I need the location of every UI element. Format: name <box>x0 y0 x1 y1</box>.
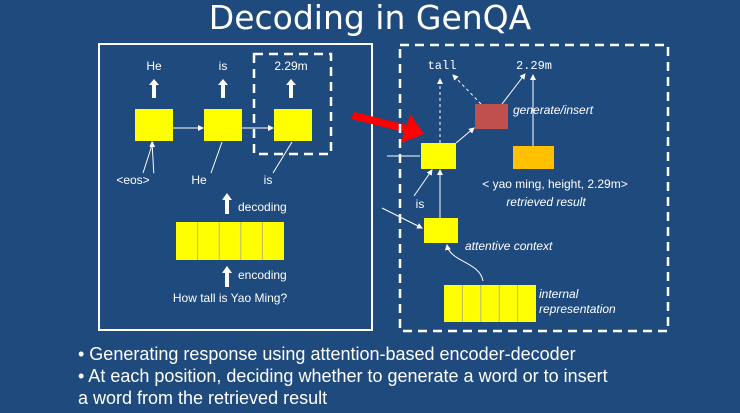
current-step-highlight <box>252 52 333 156</box>
attentive-context-cell <box>424 218 458 243</box>
decoder-cell-2 <box>204 109 242 141</box>
question-text: How tall is Yao Ming? <box>173 291 288 305</box>
decoding-arrow <box>222 193 232 214</box>
bullet-2: • At each position, deciding whether to … <box>78 366 608 386</box>
bullet-2-continuation: a word from the retrieved result <box>78 388 328 408</box>
retrieved-fact-cell <box>513 146 554 169</box>
generate-insert-label: generate/insert <box>513 103 594 117</box>
encoding-label: encoding <box>238 268 287 282</box>
decoding-label: decoding <box>238 200 287 214</box>
output-word-3: 2.29m <box>274 59 307 73</box>
encoder-cells <box>176 222 284 260</box>
internal-representation-cells <box>444 285 536 322</box>
decoder-cell-3 <box>274 109 312 141</box>
input-word-3: is <box>264 173 273 187</box>
input-word-1: <eos> <box>116 173 149 187</box>
inserted-word: 2.29m <box>516 59 552 73</box>
retrieved-result-label: retrieved result <box>506 195 586 209</box>
retrieved-triple: < yao ming, height, 2.29m> <box>482 177 627 191</box>
generated-word: tall <box>428 59 457 73</box>
internal-representation-label-1: internal <box>539 287 579 301</box>
decoder-state-cell <box>421 143 456 169</box>
internal-representation-label-2: representation <box>539 302 616 316</box>
attentive-context-label: attentive context <box>465 239 553 253</box>
previous-word: is <box>416 197 425 211</box>
bullet-1: • Generating response using attention-ba… <box>78 344 576 364</box>
input-word-2: He <box>191 173 207 187</box>
generate-insert-gate <box>475 104 508 129</box>
decoder-cell-1 <box>135 109 173 141</box>
slide-title: Decoding in GenQA <box>208 0 532 37</box>
output-word-2: is <box>219 59 228 73</box>
left-panel-frame <box>98 43 373 331</box>
encoding-arrow <box>222 266 232 287</box>
right-panel-frame <box>398 43 670 333</box>
output-word-1: He <box>146 59 162 73</box>
output-arrows <box>149 79 296 98</box>
red-transition-arrow <box>351 112 424 143</box>
